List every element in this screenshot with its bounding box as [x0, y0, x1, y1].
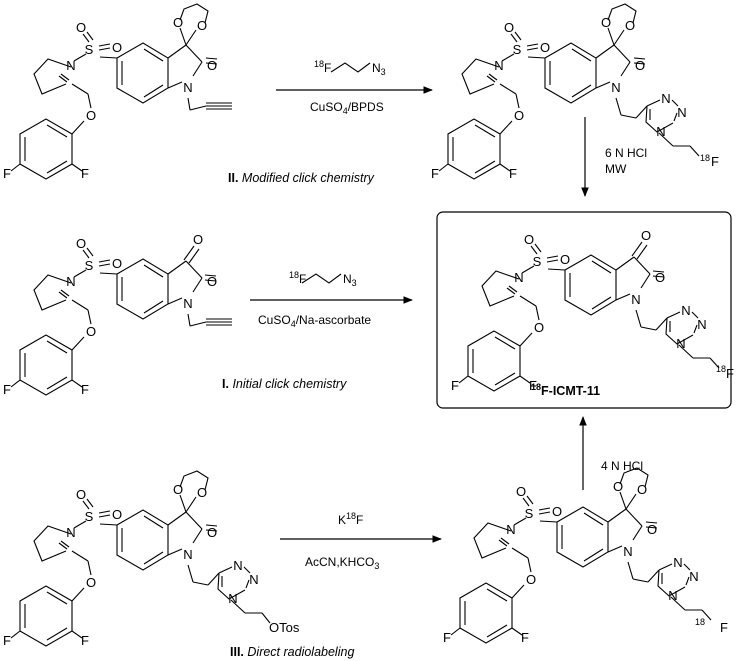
reagent-mass: 18	[346, 511, 356, 521]
reaction-deprotect-top: 6 N HCl MW	[581, 117, 647, 197]
label-f-symbol: F	[711, 154, 719, 169]
reaction-number: II.	[228, 171, 238, 185]
reaction-modified-click: 18F N3 CuSO4/BPDS II. Modified click che…	[228, 59, 433, 185]
reagent-azide-sub: 3	[352, 278, 357, 288]
catalyst-na-ascorbate: /Na-ascorbate	[296, 313, 372, 327]
svg-text:CuSO4/BPDS: CuSO4/BPDS	[310, 100, 384, 116]
label-f-mass: 18	[695, 617, 705, 627]
svg-text:II. Modified click chemistry: II. Modified click chemistry	[228, 171, 375, 185]
label-f-symbol: F	[720, 620, 728, 635]
label-f-symbol: F	[726, 366, 734, 381]
svg-text:N3: N3	[343, 272, 357, 288]
molecule-ketal-propargyl	[3, 3, 233, 181]
svg-text:18F: 18F	[289, 270, 306, 286]
solvent-sub: 3	[374, 561, 379, 571]
molecule-ketal-18f-triazole: 18 F	[431, 3, 719, 181]
solvent: AcCN,KHCO	[305, 555, 374, 569]
reagent-azide-sub: 3	[381, 67, 386, 77]
svg-text:N3: N3	[372, 61, 386, 77]
reaction-title: Initial click chemistry	[232, 377, 347, 391]
label-f-mass: 18	[700, 153, 710, 163]
reaction-direct-radiolabeling: K18F AcCN,KHCO3 III. Direct radiolabelin…	[230, 511, 442, 659]
reaction-title: Direct radiolabeling	[247, 645, 354, 659]
deprotect-top-line1: 6 N HCl	[605, 146, 647, 160]
reagent-f: F	[299, 272, 306, 286]
reagent-f: F	[324, 61, 331, 75]
catalyst-cuso: CuSO	[310, 100, 343, 114]
catalyst-cuso-sub: 4	[343, 106, 348, 116]
reagent-azide-n: N	[343, 272, 352, 286]
svg-text:K18F: K18F	[338, 511, 363, 527]
product-label: 18F-ICMT-11	[531, 382, 600, 398]
svg-text:CuSO4/Na-ascorbate: CuSO4/Na-ascorbate	[258, 313, 371, 329]
otos-leaving-group: OTos	[269, 620, 300, 635]
reaction-number: I.	[222, 377, 229, 391]
reaction-title: Modified click chemistry	[242, 171, 375, 185]
reagent-f: F	[356, 513, 363, 527]
reagent-mass: 18	[289, 270, 299, 280]
svg-text:AcCN,KHCO3: AcCN,KHCO3	[305, 555, 379, 571]
deprotect-top-line2: MW	[605, 162, 627, 176]
reaction-deprotect-bottom: 4 N HCl	[579, 416, 643, 490]
catalyst-cuso-sub: 4	[291, 319, 296, 329]
svg-text:18F: 18F	[314, 59, 331, 75]
reagent-k: K	[338, 513, 346, 527]
catalyst-bpds: /BPDS	[348, 100, 384, 114]
product-box	[436, 211, 732, 409]
reagent-azide-n: N	[372, 61, 381, 75]
deprotect-bottom-line1: 4 N HCl	[601, 459, 643, 473]
svg-text:I. Initial click chemistry: I. Initial click chemistry	[222, 377, 347, 391]
molecule-18f-icmt-11: 18 F	[451, 228, 734, 393]
svg-text:III. Direct radiolabeling: III. Direct radiolabeling	[230, 645, 354, 659]
reaction-number: III.	[230, 645, 244, 659]
reagent-mass: 18	[314, 59, 324, 69]
molecule-isatin-propargyl	[3, 232, 233, 397]
molecule-ketal-otos-triazole: OTos	[3, 470, 300, 648]
reaction-initial-click: 18F N3 CuSO4/Na-ascorbate I. Initial cli…	[222, 270, 413, 391]
label-f-mass: 18	[716, 364, 726, 374]
catalyst-cuso: CuSO	[258, 313, 291, 327]
molecule-ketal-18f-triazole-b: 18 F	[443, 467, 728, 645]
